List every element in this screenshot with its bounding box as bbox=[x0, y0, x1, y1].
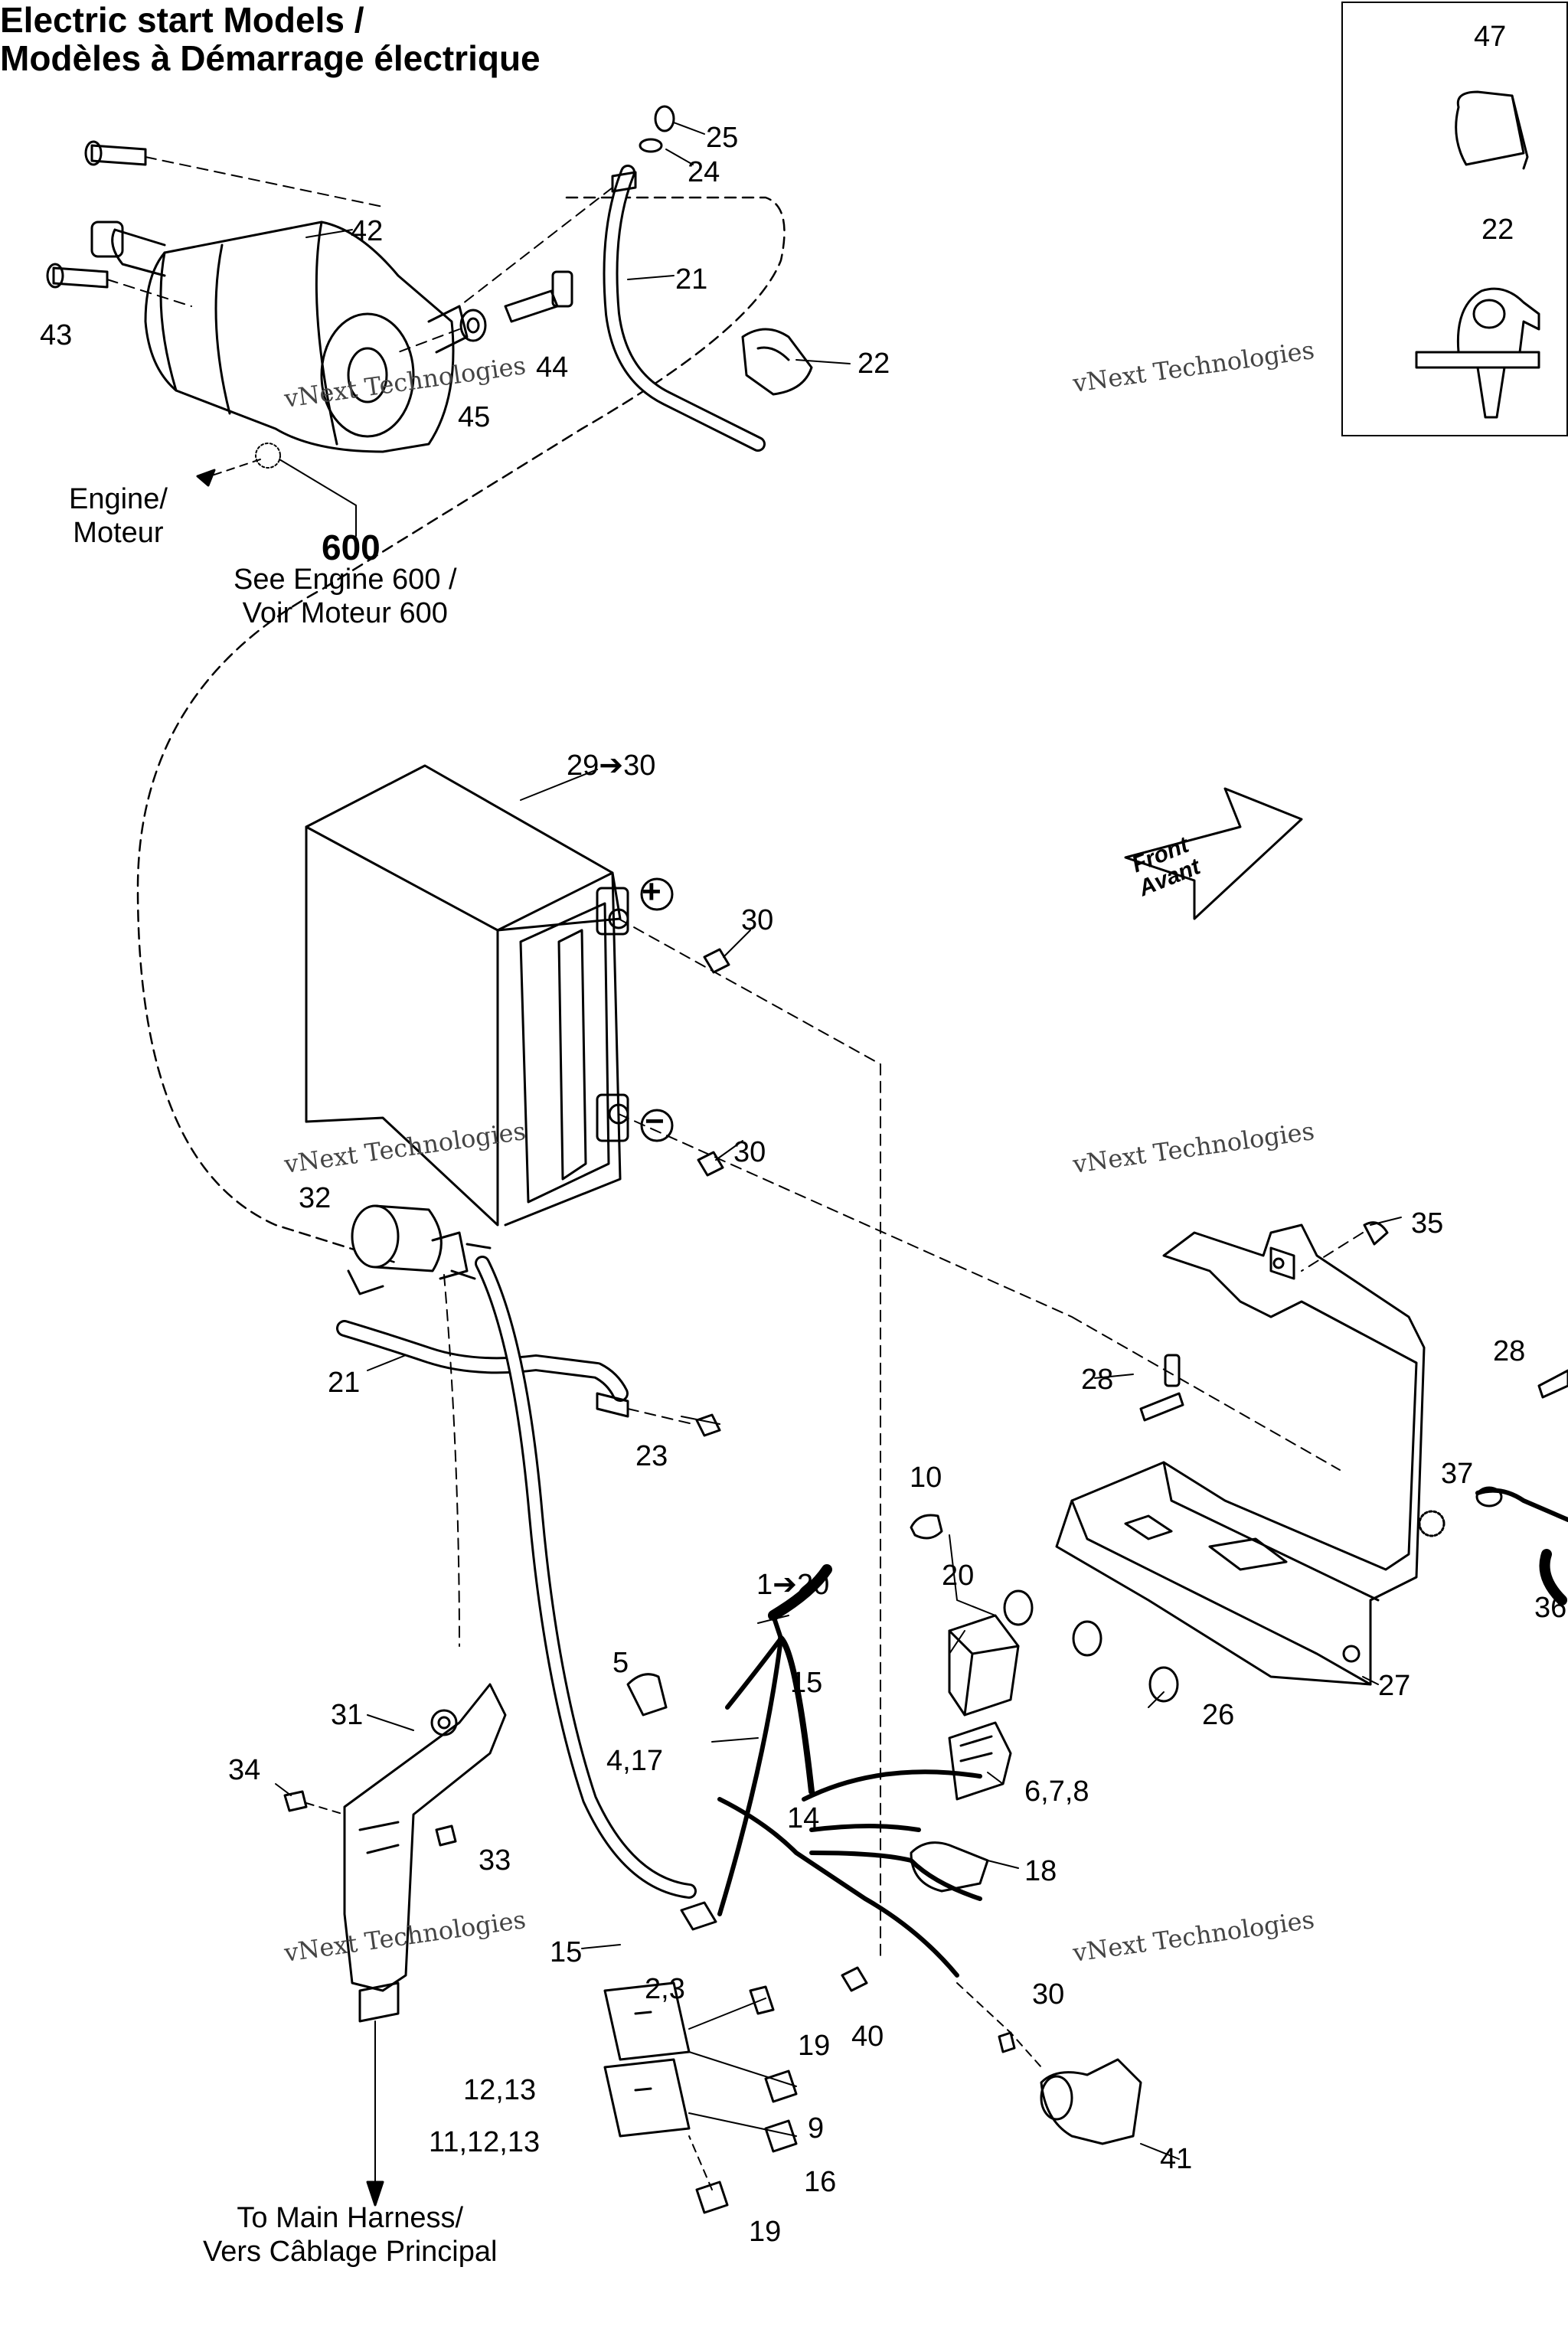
fuse-19b bbox=[695, 2180, 729, 2214]
callout-35: 35 bbox=[1411, 1207, 1444, 1240]
battery bbox=[305, 764, 1341, 1961]
grommet-a bbox=[1003, 1589, 1034, 1626]
callout-30a: 30 bbox=[741, 904, 774, 936]
battery-tray bbox=[1055, 1223, 1426, 1686]
cover-41 bbox=[1040, 2058, 1142, 2145]
bolt-28-b bbox=[1537, 1369, 1568, 1399]
callout-15a: 15 bbox=[790, 1667, 823, 1699]
starter-motor bbox=[90, 220, 469, 453]
callout-20: 20 bbox=[942, 1560, 975, 1592]
grommet-b bbox=[1072, 1620, 1102, 1657]
callout-24: 24 bbox=[688, 156, 720, 188]
fuse-16 bbox=[764, 2119, 798, 2153]
callout-9: 9 bbox=[808, 2112, 825, 2145]
callout-4-17: 4,17 bbox=[606, 1745, 663, 1777]
boot-18 bbox=[910, 1841, 989, 1893]
callout-21b: 21 bbox=[328, 1367, 361, 1399]
bolt-44 bbox=[397, 270, 573, 353]
cable-14 bbox=[778, 1635, 815, 1795]
callout-15b: 15 bbox=[550, 1936, 583, 1968]
callout-1-20: 1➔20 bbox=[756, 1569, 830, 1601]
callout-29-30: 29➔30 bbox=[567, 750, 656, 782]
callout-12-13: 12,13 bbox=[463, 2074, 537, 2106]
wiring-outline bbox=[136, 196, 786, 1265]
star-washer-37 bbox=[1418, 1510, 1446, 1537]
callout-6-7-8: 6,7,8 bbox=[1024, 1775, 1089, 1808]
engine-label: Engine/ Moteur bbox=[69, 483, 168, 549]
engine-see-note: See Engine 600 / Voir Moteur 600 bbox=[234, 564, 457, 629]
callout-42: 42 bbox=[351, 215, 384, 247]
callout-44: 44 bbox=[536, 351, 569, 384]
callout-14: 14 bbox=[787, 1802, 820, 1834]
callout-33: 33 bbox=[479, 1844, 511, 1877]
callout-23: 23 bbox=[635, 1440, 668, 1472]
bolt-43-set bbox=[46, 140, 384, 307]
screw-35 bbox=[1363, 1221, 1389, 1246]
cable-21-top bbox=[459, 105, 766, 452]
callout-47: 47 bbox=[1474, 21, 1507, 53]
callout-37: 37 bbox=[1441, 1458, 1474, 1490]
callout-41: 41 bbox=[1160, 2143, 1193, 2175]
clip-22 bbox=[741, 328, 813, 396]
clip-5 bbox=[626, 1673, 668, 1717]
bracket-31 bbox=[343, 1683, 507, 2023]
callout-27: 27 bbox=[1378, 1670, 1411, 1702]
callout-18: 18 bbox=[1024, 1855, 1057, 1887]
screw-30c bbox=[998, 2031, 1016, 2053]
fuse-19a bbox=[749, 1985, 775, 2015]
positive-terminal-symbol: + bbox=[642, 873, 662, 910]
fuse-9 bbox=[764, 2069, 798, 2103]
front-arrow-shape bbox=[1124, 787, 1303, 920]
harness-note: To Main Harness/ Vers Câblage Principal bbox=[203, 2202, 498, 2268]
callout-45: 45 bbox=[458, 401, 491, 433]
callout-30c: 30 bbox=[1032, 1978, 1065, 2011]
screw-34 bbox=[283, 1790, 308, 1812]
callout-30b: 30 bbox=[733, 1136, 766, 1168]
solenoid-32 bbox=[347, 1204, 492, 1295]
callout-28a: 28 bbox=[1081, 1364, 1114, 1396]
engine-ref-number: 600 bbox=[322, 528, 381, 567]
cable-21-bottom bbox=[336, 1320, 629, 1418]
callout-5: 5 bbox=[612, 1647, 629, 1679]
callout-11-12-13: 11,12,13 bbox=[429, 2126, 541, 2158]
nut-33 bbox=[435, 1824, 457, 1847]
fuse-block bbox=[603, 1981, 691, 2138]
callout-21: 21 bbox=[675, 263, 708, 296]
callout-34: 34 bbox=[228, 1754, 261, 1786]
page-subtitle: Modèles à Démarrage électrique bbox=[0, 38, 541, 78]
callout-19a: 19 bbox=[798, 2030, 831, 2062]
harness-wires bbox=[717, 1613, 982, 1978]
connector-2-3 bbox=[680, 1901, 717, 1931]
callout-22: 22 bbox=[858, 348, 890, 380]
callout-2-3: 2,3 bbox=[645, 1973, 685, 2005]
negative-terminal-symbol: − bbox=[645, 1102, 665, 1140]
callout-22-inset: 22 bbox=[1481, 214, 1514, 246]
nut-30-a bbox=[703, 948, 730, 974]
leader-lines bbox=[275, 122, 1402, 2160]
callout-25: 25 bbox=[706, 122, 739, 154]
callout-26: 26 bbox=[1202, 1699, 1235, 1731]
nut-40 bbox=[841, 1966, 868, 1992]
inset-parts bbox=[1415, 90, 1540, 419]
nut-23 bbox=[695, 1413, 721, 1437]
grommet-c bbox=[1148, 1666, 1179, 1703]
callout-28b: 28 bbox=[1493, 1335, 1526, 1367]
callout-19b: 19 bbox=[749, 2216, 782, 2248]
callout-43: 43 bbox=[40, 319, 73, 351]
nut-30-b bbox=[697, 1151, 724, 1177]
callout-40: 40 bbox=[851, 2020, 884, 2053]
bolt-28-a bbox=[1139, 1392, 1184, 1422]
callout-10: 10 bbox=[910, 1462, 942, 1494]
callout-31: 31 bbox=[331, 1699, 364, 1731]
relay-20 bbox=[910, 1514, 1020, 1801]
inset-box bbox=[1341, 2, 1568, 436]
callout-16: 16 bbox=[804, 2166, 837, 2198]
callout-36: 36 bbox=[1534, 1592, 1567, 1624]
callout-32: 32 bbox=[299, 1182, 332, 1214]
page-title: Electric start Models / bbox=[0, 0, 364, 40]
